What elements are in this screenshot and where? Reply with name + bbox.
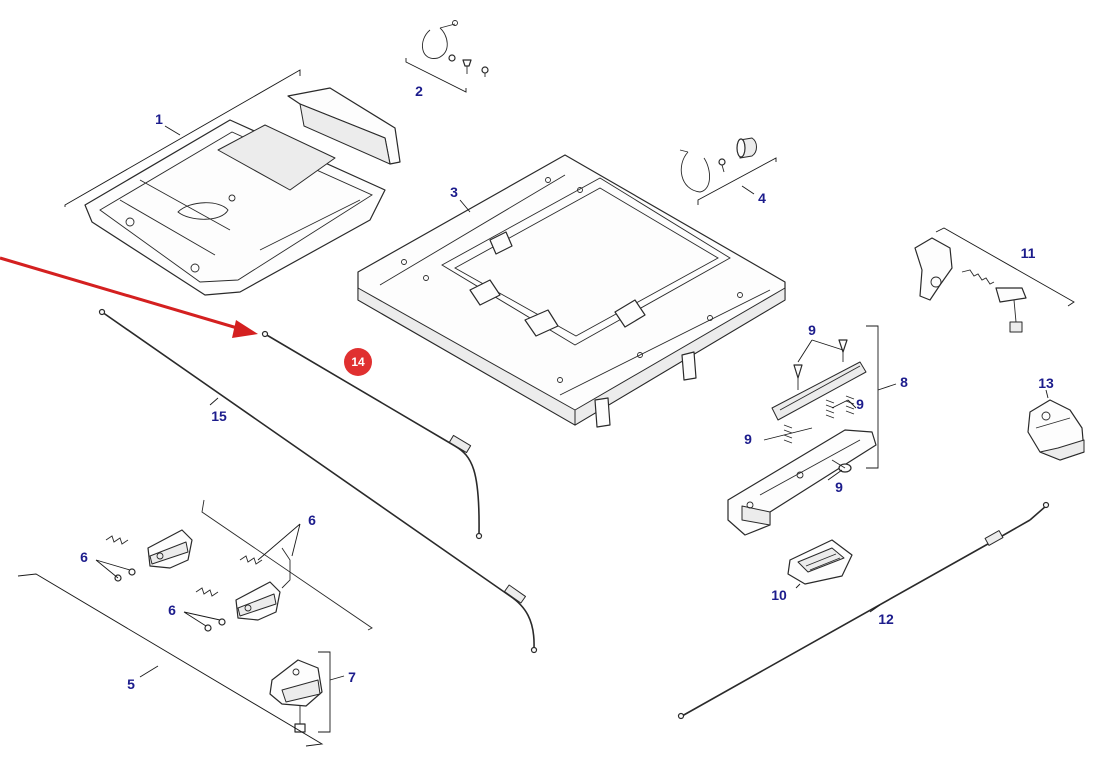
part-3-leader [459,199,471,213]
part-8-bracket-line [866,325,879,469]
part-6-latch-upper [147,529,193,569]
callout-9-left: 9 [744,431,752,447]
part-6-leader-upper [95,559,131,579]
callout-2: 2 [415,83,423,99]
callout-12: 12 [878,611,894,627]
callout-13: 13 [1038,375,1054,391]
part-15-cable [98,308,538,654]
part-6-leader-lower [183,611,221,627]
part-8-slide-rail [727,429,877,536]
part-6-latch-lower [235,581,281,621]
part-1-base-plate [84,119,386,296]
part-11-bracket-line [935,227,1075,307]
part-10-handle-knob [787,539,853,585]
part-14-cable [261,330,483,540]
part-1-cover [287,87,401,165]
part-4-bracket-line [697,157,777,205]
part-4-leader [741,185,755,195]
part-10-leader [795,583,801,589]
part-9-leader-top [797,339,844,363]
callout-15: 15 [211,408,227,424]
part-15-leader [209,397,219,406]
callout-9-right: 9 [856,396,864,412]
callout-8: 8 [900,374,908,390]
part-9-leader-right [831,399,857,409]
callout-3: 3 [450,184,458,200]
part-11-lever-assembly [914,237,1027,333]
callout-4: 4 [758,190,766,206]
part-3-seat-frame [357,154,786,428]
part-9-leader-bottom [827,469,843,481]
callout-6-right: 6 [308,512,316,528]
callout-9-top: 9 [808,322,816,338]
part-7-bracket-line [318,651,331,733]
part-1-bracket-line [64,69,301,207]
callout-7: 7 [348,669,356,685]
part-5-bracket-line [17,573,324,747]
callout-6-left: 6 [80,549,88,565]
part-13-leader [1045,389,1049,399]
part-2-bracket-line [405,58,467,93]
part-6-leader-mid [257,523,301,561]
part-1-leader [164,125,181,136]
callout-10: 10 [771,587,787,603]
part-6-link-rod [201,499,373,631]
part-7-leader [329,675,345,681]
callout-1: 1 [155,111,163,127]
callout-9-bottom: 9 [835,479,843,495]
callout-5: 5 [127,676,135,692]
highlight-badge-14: 14 [344,348,372,376]
highlight-arrow [0,256,258,338]
part-2-clip-kit [422,20,489,77]
part-4-bushing-kit [679,137,757,193]
part-8-lock-bar [771,361,867,421]
callout-11: 11 [1021,245,1036,261]
highlight-badge-label: 14 [351,355,365,369]
part-12-cable [677,501,1050,720]
part-9-leader-left [763,427,813,441]
part-13-pivot-housing [1027,399,1085,461]
part-8-leader [877,383,897,391]
part-5-leader [139,665,159,678]
callout-6-lower: 6 [168,602,176,618]
part-12-leader [869,604,881,613]
part-7-latch-housing [269,659,323,733]
